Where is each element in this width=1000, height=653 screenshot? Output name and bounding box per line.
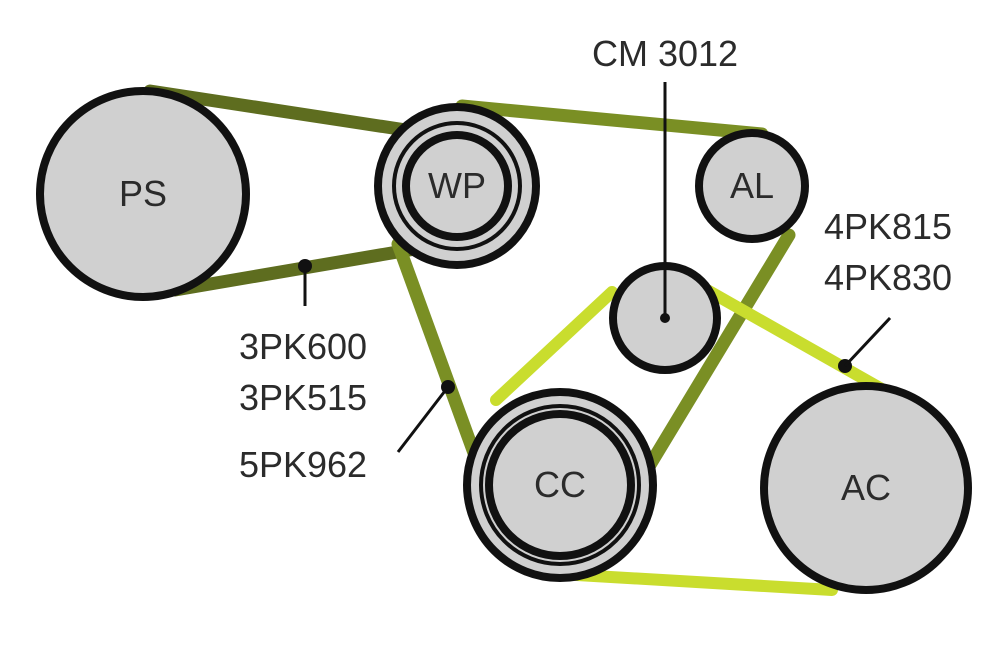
belt-ac-cc-tensioner bbox=[490, 286, 618, 406]
belt-main-wp-cc bbox=[391, 237, 489, 482]
pulley-ac-disc bbox=[760, 382, 972, 594]
pulley-ps-label: PS bbox=[119, 173, 167, 214]
leader-main-belt bbox=[396, 386, 450, 453]
pulley-cc-inner bbox=[485, 410, 635, 560]
pulley-wp-inner bbox=[402, 131, 512, 241]
belt-main-serpentine bbox=[391, 99, 796, 495]
pulley-ac-label: AC bbox=[841, 467, 891, 508]
pulley-cc: CC bbox=[463, 388, 657, 582]
belt-ac-tensioner-ac bbox=[701, 284, 886, 394]
belt-main-al-cc bbox=[629, 228, 796, 495]
pulley-wp: WP bbox=[374, 103, 540, 269]
leaders bbox=[298, 82, 892, 453]
callout-belt-ps-a: 3PK600 bbox=[239, 326, 367, 367]
pulley-al-label: AL bbox=[730, 165, 774, 206]
callout-tensioner: CM 3012 bbox=[592, 33, 738, 74]
pulley-wp-label: WP bbox=[428, 165, 486, 206]
callouts: CM 3012 3PK600 3PK515 5PK962 4PK815 4PK8… bbox=[239, 33, 952, 485]
pulley-ps: PS bbox=[36, 87, 250, 301]
callout-belt-ps-b: 3PK515 bbox=[239, 377, 367, 418]
belt-ac-cc-ac-bottom bbox=[554, 568, 838, 596]
callout-belt-main: 5PK962 bbox=[239, 444, 367, 485]
pulley-al: AL bbox=[695, 129, 809, 243]
pulley-ac: AC bbox=[760, 382, 972, 594]
belt-ps-wp-upper bbox=[143, 84, 452, 143]
belt-main-wp-al bbox=[455, 99, 769, 141]
belt-ac bbox=[490, 284, 886, 596]
pulley-cc-label: CC bbox=[534, 464, 586, 505]
callout-belt-ac-a: 4PK815 bbox=[824, 206, 952, 247]
pulley-tensioner-center bbox=[660, 313, 670, 323]
pulley-ps-disc bbox=[36, 87, 250, 301]
callout-belt-ac-b: 4PK830 bbox=[824, 257, 952, 298]
pulley-al-disc bbox=[695, 129, 809, 243]
leader-ac-belt bbox=[843, 316, 892, 368]
